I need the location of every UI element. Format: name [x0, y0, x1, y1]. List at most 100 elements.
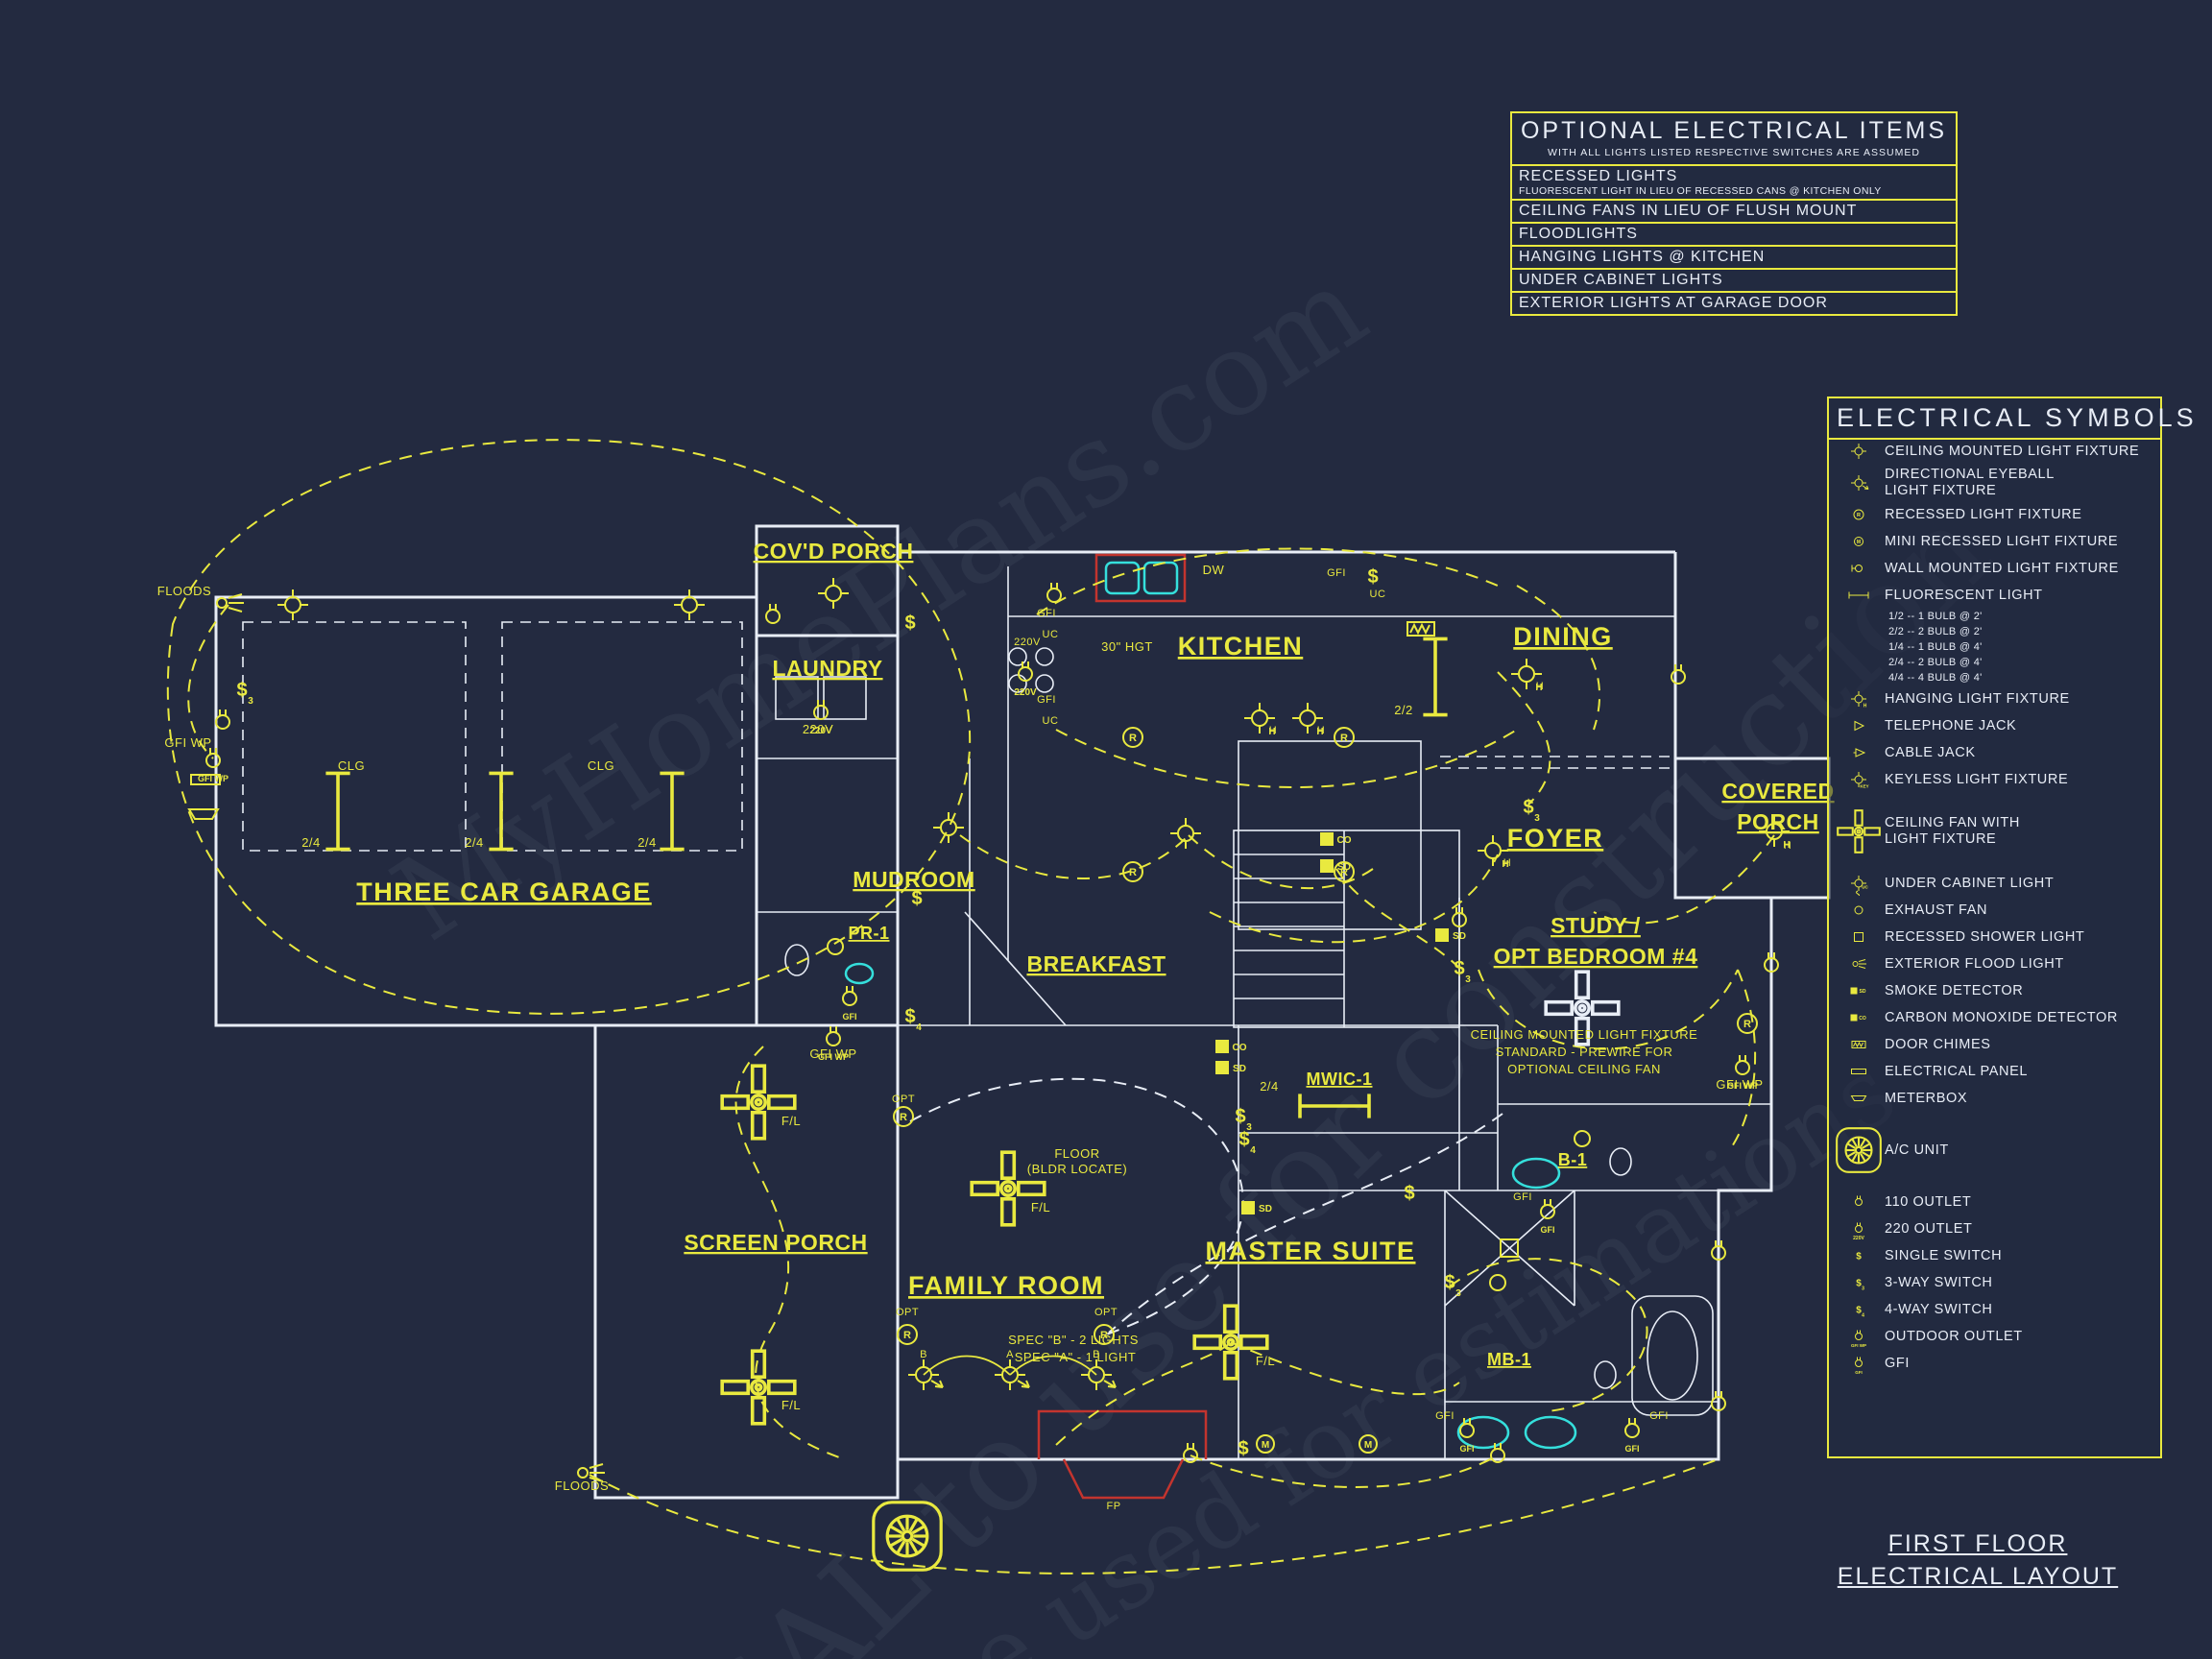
legend-symbol-icon [1833, 556, 1885, 581]
co-detector-icon [1319, 831, 1353, 847]
plan-annotation: 2/4 [637, 835, 657, 850]
smoke-detector-icon [1240, 1200, 1273, 1215]
plan-annotation: SPEC "A" - 1 LIGHT [1015, 1350, 1137, 1364]
mini-recessed-icon [1256, 1434, 1275, 1454]
legend-item-label: OUTDOOR OUTLET [1885, 1328, 2023, 1344]
plan-annotation: 30" HGT [1101, 639, 1153, 654]
wiring-layer [166, 439, 1775, 1575]
optional-item-row: UNDER CABINET LIGHTS [1512, 270, 1956, 293]
plan-annotation: FLOODS [157, 584, 211, 598]
plan-annotation: GFI WP [809, 1046, 856, 1061]
legend-item-label: METERBOX [1885, 1090, 1968, 1106]
plan-annotation: FP [1106, 1501, 1120, 1512]
legend-symbol-icon [1833, 502, 1885, 527]
recessed-light-icon [1122, 727, 1143, 748]
legend-item-label: 110 OUTLET [1885, 1193, 1972, 1210]
sheet-title-line1: FIRST FLOOR [1887, 1530, 2068, 1557]
legend-item-label: 3-WAY SWITCH [1885, 1274, 1993, 1290]
optional-items-header: OPTIONAL ELECTRICAL ITEMS WITH ALL LIGHT… [1512, 113, 1956, 166]
plan-annotation: H [1784, 840, 1791, 852]
outlet-icon [765, 603, 781, 624]
recessed-light-icon [897, 1324, 918, 1345]
plan-annotation: FOYER [1507, 824, 1604, 853]
legend-item: SINGLE SWITCH [1829, 1242, 2160, 1269]
plan-annotation: OPT [896, 1307, 919, 1318]
plan-annotation: MB-1 [1487, 1350, 1531, 1369]
legend-item: EXTERIOR FLOOD LIGHT [1829, 950, 2160, 977]
plan-annotation: UC [1370, 589, 1386, 600]
legend-item: 4-WAY SWITCH [1829, 1296, 2160, 1323]
legend-item-label: 220 OUTLET [1885, 1220, 1973, 1237]
plan-annotation: PR-1 [848, 924, 889, 943]
bathtub-basin [1647, 1310, 1698, 1401]
shower-walls [1444, 1190, 1575, 1307]
plan-annotation: DINING [1513, 622, 1613, 651]
co-detector-icon [1214, 1039, 1248, 1054]
legend-item-label: RECESSED SHOWER LIGHT [1885, 928, 2085, 945]
mini-recessed-icon [1358, 1434, 1378, 1454]
plan-annotation: THREE CAR GARAGE [356, 878, 652, 906]
plan-annotation: F/L [781, 1398, 801, 1412]
legend-item-label: MINI RECESSED LIGHT FIXTURE [1885, 533, 2119, 549]
plan-annotation: STUDY / [1551, 913, 1641, 938]
screen-porch-walls [593, 1023, 900, 1500]
plan-annotation: OPT [892, 1094, 915, 1105]
fluorescent-light-icon [1298, 1092, 1371, 1120]
legend-item-label: DOOR CHIMES [1885, 1036, 1991, 1052]
optional-item-row: FLOODLIGHTS [1512, 224, 1956, 247]
legend-header: ELECTRICAL SYMBOLS [1827, 397, 2198, 440]
optional-item-label: FLOODLIGHTS [1519, 226, 1638, 242]
vanity-sink [1456, 1415, 1510, 1450]
legend-item: UNDER CABINET LIGHT [1829, 870, 2160, 897]
plan-annotation: GFI [1037, 608, 1056, 619]
optional-item-label: EXTERIOR LIGHTS AT GARAGE DOOR [1519, 295, 1828, 311]
legend-item: 1/2 -- 1 BULB @ 2' [1829, 609, 2160, 624]
toilet [784, 944, 809, 976]
legend-item: RECESSED LIGHT FIXTURE [1829, 501, 2160, 528]
legend-symbol-icon [1833, 686, 1885, 711]
optional-item-row: HANGING LIGHTS @ KITCHEN [1512, 247, 1956, 270]
electrical-symbols-legend: ELECTRICAL SYMBOLS CEILING MOUNTED LIGHT… [1827, 397, 2198, 1458]
legend-symbol-icon [1833, 1243, 1885, 1268]
smoke-detector-icon [1214, 1060, 1247, 1075]
switch-3way-icon [235, 679, 255, 708]
legend-item-label: HANGING LIGHT FIXTURE [1885, 690, 2070, 707]
legend-item-label: CARBON MONOXIDE DETECTOR [1885, 1009, 2118, 1025]
legend-item: 1/4 -- 1 BULB @ 4' [1829, 639, 2160, 655]
legend-item-label: TELEPHONE JACK [1885, 717, 2017, 733]
plan-annotation: GFI [1513, 1191, 1532, 1203]
plan-annotation: 2/2 [1394, 703, 1413, 717]
plan-annotation: F/L [1031, 1200, 1050, 1214]
plan-annotation: F/L [781, 1114, 801, 1128]
dryer [823, 676, 867, 720]
legend-item: DIRECTIONAL EYEBALL LIGHT FIXTURE [1829, 465, 2160, 501]
plan-annotation: GFI [1327, 567, 1346, 579]
plan-annotation: COVERED [1721, 779, 1834, 804]
door-chimes-icon [1407, 621, 1435, 637]
plan-annotation: BREAKFAST [1026, 951, 1166, 976]
interior-walls-left [757, 635, 1067, 1026]
legend-item-label: 4/4 -- 4 BULB @ 4' [1888, 671, 1983, 684]
legend-title: ELECTRICAL SYMBOLS [1837, 403, 2198, 432]
legend-symbol-icon [1833, 1116, 1885, 1185]
stairs [1233, 830, 1460, 1028]
legend-item: CEILING MOUNTED LIGHT FIXTURE [1829, 438, 2160, 465]
plan-annotation: MASTER SUITE [1205, 1237, 1415, 1265]
plan-annotation: F/L [1256, 1354, 1275, 1368]
optional-item-label: UNDER CABINET LIGHTS [1519, 272, 1723, 288]
plan-annotation: A [1006, 1349, 1014, 1360]
optional-items-table: OPTIONAL ELECTRICAL ITEMS WITH ALL LIGHT… [1510, 111, 1958, 316]
legend-item-label: FLUORESCENT LIGHT [1885, 587, 2043, 603]
plan-annotation: (BLDR LOCATE) [1027, 1162, 1128, 1176]
ceiling-light-icon [817, 577, 850, 610]
legend-item: CEILING FAN WITH LIGHT FIXTURE [1829, 793, 2160, 870]
plan-annotation: CLG [338, 758, 365, 773]
legend-item: RECESSED SHOWER LIGHT [1829, 924, 2160, 950]
plan-annotation: B-1 [1558, 1150, 1588, 1169]
fireplace [1037, 1409, 1208, 1500]
bathtub [1631, 1295, 1714, 1416]
legend-item: SMOKE DETECTOR [1829, 977, 2160, 1004]
plan-annotation: 220V [803, 722, 833, 736]
optional-item-label: HANGING LIGHTS @ KITCHEN [1519, 249, 1766, 265]
